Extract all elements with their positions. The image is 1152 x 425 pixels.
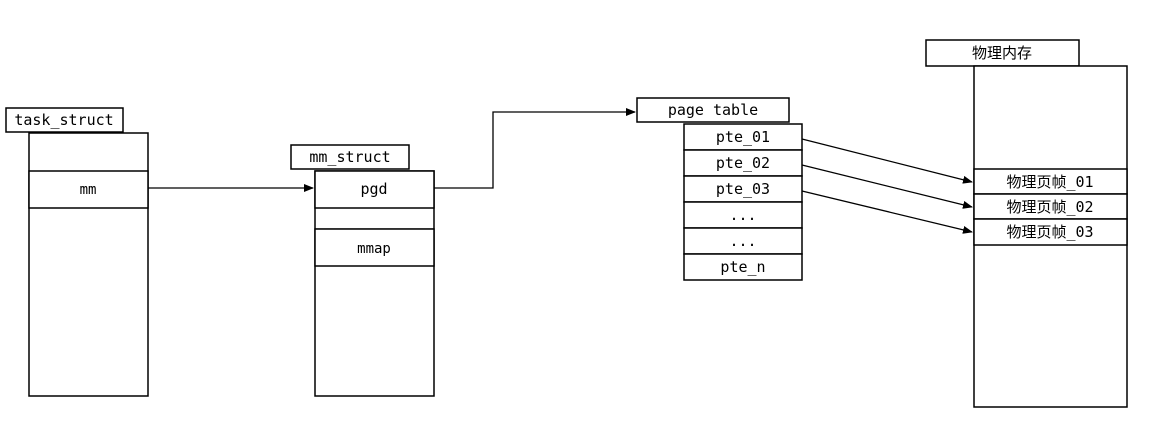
frame-03-label: 物理页帧_03: [1006, 223, 1093, 241]
pte-01-label: pte_01: [716, 128, 770, 146]
pte-03: [683, 175, 803, 203]
task-struct-mm-label: mm: [80, 182, 97, 198]
mm-struct-pgd-field: [314, 170, 435, 209]
pte-ellipsis-1-label: ...: [729, 206, 756, 224]
mm-struct-label-box: [290, 144, 410, 170]
arrow-pte-02-to-frame-02: [801, 164, 973, 209]
pte-02: [683, 149, 803, 177]
arrow-pte-03-to-frame-03: [801, 190, 973, 234]
frame-01-label: 物理页帧_01: [1006, 173, 1093, 191]
frame-03: [973, 218, 1128, 246]
pte-ellipsis-2-label: ...: [729, 232, 756, 250]
mm-struct-block: mm_struct pgd mmap: [290, 144, 435, 397]
pte-n: [683, 253, 803, 281]
arrow-pgd-to-page-table: [434, 108, 636, 189]
pte-n-label: pte_n: [720, 258, 765, 276]
task-struct-label-box: [5, 107, 124, 133]
frame-02-label: 物理页帧_02: [1006, 198, 1093, 216]
pte-03-label: pte_03: [716, 180, 770, 198]
task-struct-label: task_struct: [14, 111, 113, 129]
page-table-label: page table: [668, 101, 758, 119]
arrow-pte-01-to-frame-01: [801, 138, 973, 184]
mm-struct-mmap-field: [314, 228, 435, 267]
physical-memory-label-box: [925, 39, 1080, 67]
mm-struct-label: mm_struct: [309, 148, 390, 166]
task-struct-block: task_struct mm: [5, 107, 149, 397]
pte-ellipsis-2: [683, 227, 803, 255]
frame-02: [973, 193, 1128, 220]
pte-01: [683, 123, 803, 151]
mm-struct-mmap-label: mmap: [357, 241, 391, 257]
physical-memory-block: 物理内存 物理页帧_01 物理页帧_02 物理页帧_03: [925, 39, 1128, 408]
page-table-block: page table pte_01 pte_02 pte_03 ... ... …: [636, 97, 803, 281]
pte-ellipsis-1: [683, 201, 803, 229]
pte-02-label: pte_02: [716, 154, 770, 172]
physical-memory-label: 物理内存: [972, 44, 1032, 62]
mm-struct-pgd-label: pgd: [360, 180, 387, 198]
page-table-label-box: [636, 97, 790, 123]
task-struct-mm-field: [28, 170, 149, 209]
